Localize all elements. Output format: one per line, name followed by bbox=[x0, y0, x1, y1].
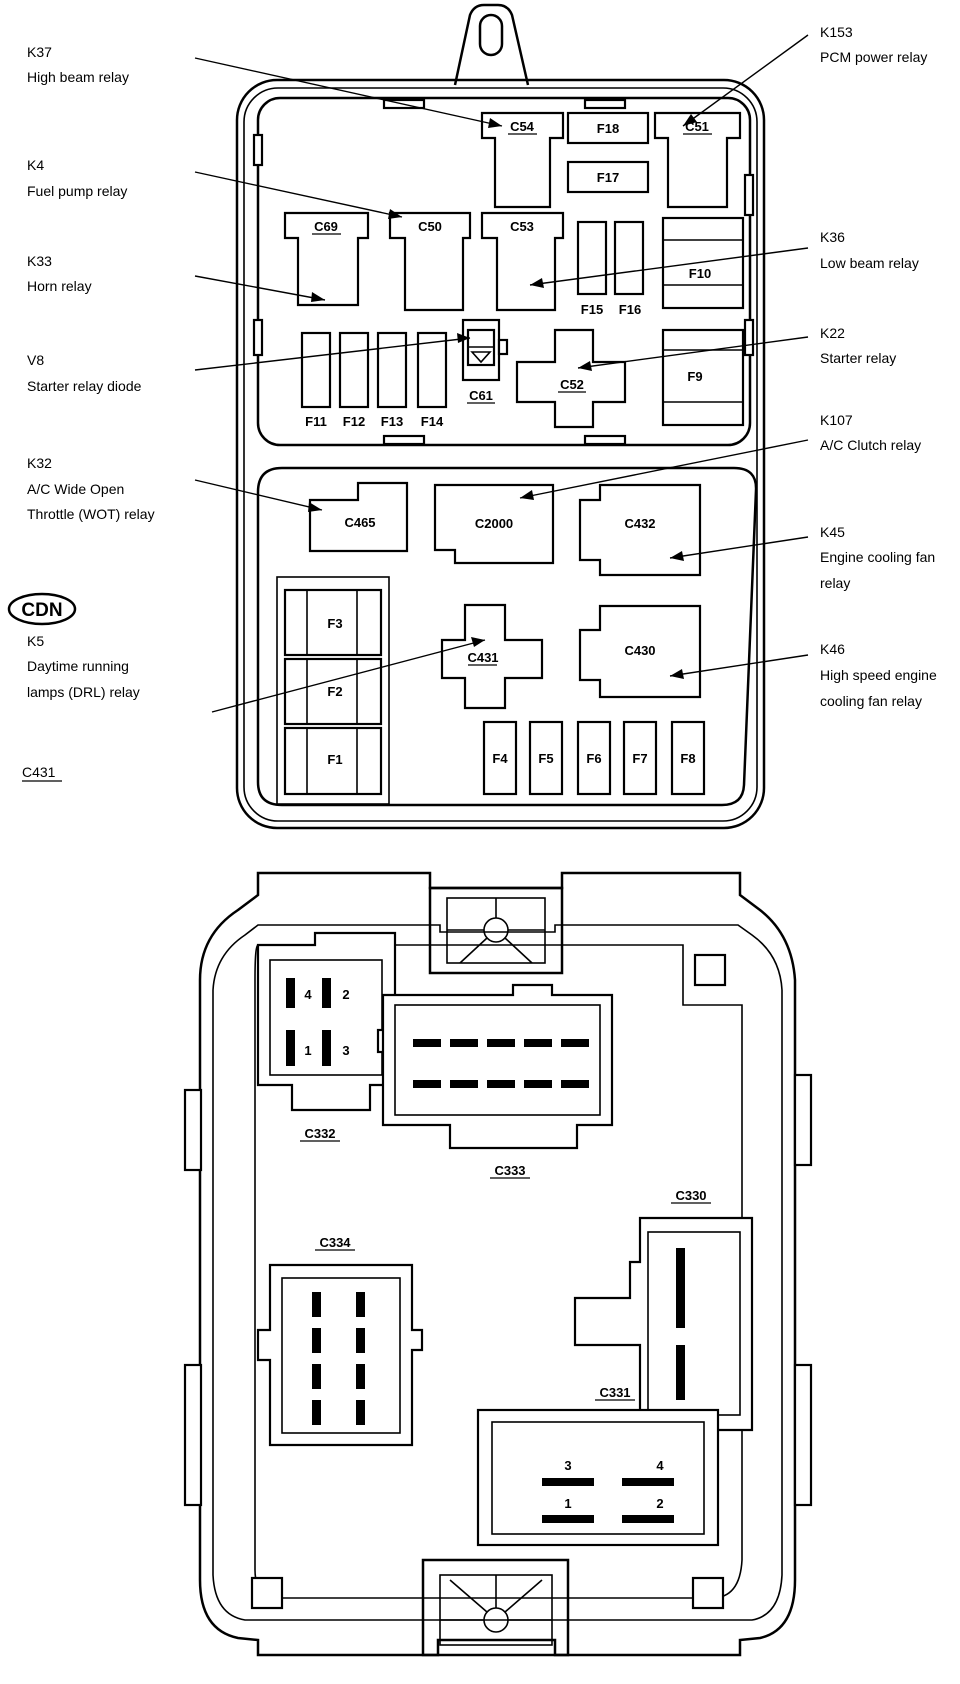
callout-k5-desc-2: lamps (DRL) relay bbox=[27, 684, 140, 700]
upper-fuse-box: C54 F18 C51 F17 C69 C50 C53 F15 F16 F10 bbox=[235, 3, 766, 830]
c332-pin-3: 3 bbox=[342, 1043, 349, 1058]
diode-c61-label: C61 bbox=[469, 388, 493, 403]
callout-k37-code: K37 bbox=[27, 44, 52, 60]
c332-pin-4: 4 bbox=[304, 987, 312, 1002]
callout-k153-code: K153 bbox=[820, 24, 853, 40]
relay-c54-label: C54 bbox=[510, 119, 535, 134]
callout-k5-desc-1: Daytime running bbox=[27, 658, 129, 674]
fuse-f7-label: F7 bbox=[632, 751, 647, 766]
lower-connector-face: 4 2 1 3 C332 C333 C330 bbox=[183, 871, 813, 1657]
callout-k32-code: K32 bbox=[27, 455, 52, 471]
callouts-left: K37 High beam relay K4 Fuel pump relay K… bbox=[7, 44, 155, 782]
c331-pin-3: 3 bbox=[564, 1458, 571, 1473]
relay-c431-label: C431 bbox=[467, 650, 498, 665]
relay-c2000-label: C2000 bbox=[475, 516, 513, 531]
leader-lines bbox=[194, 34, 809, 713]
relay-c432-label: C432 bbox=[624, 516, 655, 531]
connector-c330-label: C330 bbox=[675, 1188, 706, 1203]
fuse-f14-label: F14 bbox=[421, 414, 444, 429]
callout-k33-desc: Horn relay bbox=[27, 278, 92, 294]
connector-c332-label: C332 bbox=[304, 1126, 335, 1141]
c333-pins bbox=[413, 1039, 589, 1088]
fuse-f4-label: F4 bbox=[492, 751, 508, 766]
cdn-badge bbox=[7, 592, 77, 626]
c332-pin-2: 2 bbox=[342, 987, 349, 1002]
relay-c430-label: C430 bbox=[624, 643, 655, 658]
callout-v8-code: V8 bbox=[27, 352, 44, 368]
fuse-f2-label: F2 bbox=[327, 684, 342, 699]
callout-k46-desc-2: cooling fan relay bbox=[820, 693, 922, 709]
fuse-f8-label: F8 bbox=[680, 751, 695, 766]
callout-v8-desc: Starter relay diode bbox=[27, 378, 142, 394]
fuse-f11-label: F11 bbox=[305, 414, 327, 429]
fuse-f10-label: F10 bbox=[689, 266, 711, 281]
c331-pin-2: 2 bbox=[656, 1496, 663, 1511]
callout-k22-code: K22 bbox=[820, 325, 845, 341]
callout-k45-desc-1: Engine cooling fan bbox=[820, 549, 935, 565]
callout-k46-desc-1: High speed engine bbox=[820, 667, 937, 683]
callout-k107-desc: A/C Clutch relay bbox=[820, 437, 921, 453]
relay-c465-label: C465 bbox=[344, 515, 375, 530]
c331-pin-1: 1 bbox=[564, 1496, 571, 1511]
callout-k5-code: K5 bbox=[27, 633, 44, 649]
footnote-c431: C431 bbox=[22, 764, 56, 780]
fuse-f13-label: F13 bbox=[381, 414, 403, 429]
callout-k107-code: K107 bbox=[820, 412, 853, 428]
callout-k4-code: K4 bbox=[27, 157, 44, 173]
fuse-f12-label: F12 bbox=[343, 414, 365, 429]
fuse-f15-label: F15 bbox=[581, 302, 603, 317]
relay-c52-label: C52 bbox=[560, 377, 584, 392]
callout-k36-code: K36 bbox=[820, 229, 845, 245]
callout-k33-code: K33 bbox=[27, 253, 52, 269]
fuse-f16-label: F16 bbox=[619, 302, 641, 317]
cdn-badge-label: CDN bbox=[21, 600, 62, 621]
callout-k32-desc-2: Throttle (WOT) relay bbox=[27, 506, 155, 522]
connector-c331-label: C331 bbox=[599, 1385, 630, 1400]
relay-c69-label: C69 bbox=[314, 219, 338, 234]
connector-c333-label: C333 bbox=[494, 1163, 525, 1178]
fuse-f1-label: F1 bbox=[327, 752, 342, 767]
fuse-f9-label: F9 bbox=[687, 369, 702, 384]
callout-k32-desc-1: A/C Wide Open bbox=[27, 481, 124, 497]
callout-k45-desc-2: relay bbox=[820, 575, 850, 591]
c331-pin-4: 4 bbox=[656, 1458, 664, 1473]
callout-k4-desc: Fuel pump relay bbox=[27, 183, 127, 199]
callout-k37-desc: High beam relay bbox=[27, 69, 129, 85]
relay-c53-label: C53 bbox=[510, 219, 534, 234]
relay-c50-label: C50 bbox=[418, 219, 442, 234]
callout-k45-code: K45 bbox=[820, 524, 845, 540]
connector-c334-label: C334 bbox=[319, 1235, 351, 1250]
c332-pin-1: 1 bbox=[304, 1043, 311, 1058]
callout-k153-desc: PCM power relay bbox=[820, 49, 927, 65]
callouts-right: K153 PCM power relay K36 Low beam relay … bbox=[820, 24, 937, 709]
callout-k22-desc: Starter relay bbox=[820, 350, 896, 366]
c334-pins bbox=[312, 1292, 365, 1425]
callout-k46-code: K46 bbox=[820, 641, 845, 657]
fuse-f5-label: F5 bbox=[538, 751, 553, 766]
fuse-f3-label: F3 bbox=[327, 616, 342, 631]
fuse-f18-label: F18 bbox=[597, 121, 619, 136]
fuse-f6-label: F6 bbox=[586, 751, 601, 766]
callout-k36-desc: Low beam relay bbox=[820, 255, 919, 271]
fuse-f17-label: F17 bbox=[597, 170, 619, 185]
